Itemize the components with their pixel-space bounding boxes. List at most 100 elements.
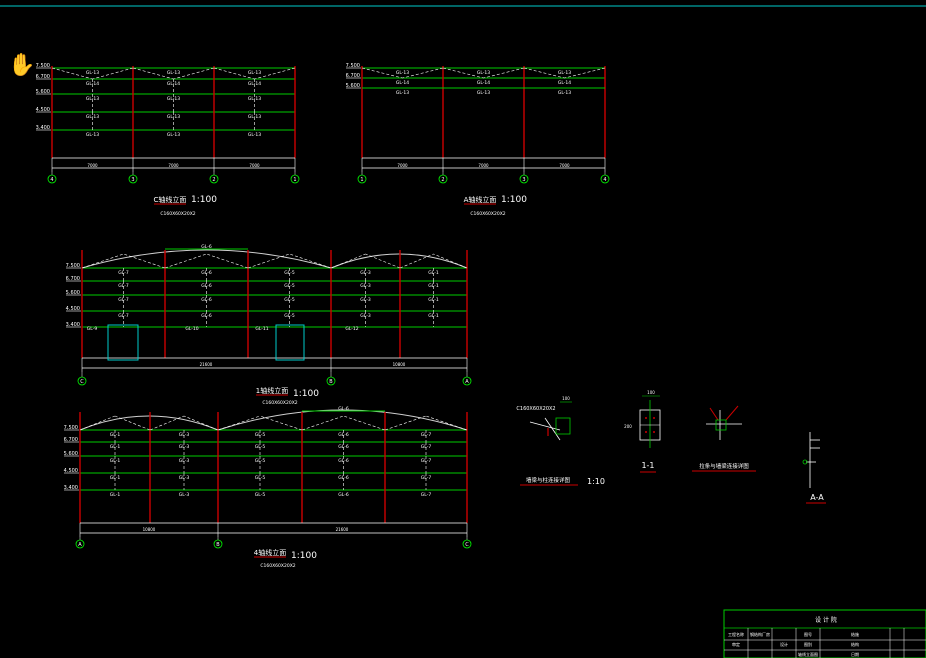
title-block-frame: 设 计 院工程名称钢结构厂房图号结施审定设计图别结构轴线立面图日期 — [723, 609, 926, 658]
axis-bubble — [357, 174, 367, 184]
brace — [330, 253, 366, 269]
dimension-label: 100 — [562, 396, 570, 401]
axis-bubble — [290, 174, 300, 184]
brace — [173, 67, 215, 80]
axis-bubble — [77, 376, 87, 386]
beam-label: GL-13 — [86, 132, 99, 138]
beam-label: GL-11 — [255, 326, 268, 332]
title-block: 设 计 院工程名称钢结构厂房图号结施审定设计图别结构轴线立面图日期 — [723, 609, 926, 658]
beam-label: GL-7 — [421, 432, 432, 438]
beam-label: GL-3 — [360, 297, 371, 303]
span-label: 21600 — [336, 527, 349, 532]
level-label: 6.700 — [66, 276, 80, 282]
beam-label: GL-5 — [284, 283, 295, 289]
axis-label: 2 — [441, 177, 444, 183]
bolt-icon — [653, 417, 655, 419]
beam-label: GL-7 — [421, 475, 432, 481]
brace — [433, 253, 468, 269]
level-label: 6.700 — [64, 437, 78, 443]
beam-label: GL-3 — [360, 313, 371, 319]
view-scale: 1:100 — [293, 389, 319, 399]
beam-label: GL-7 — [118, 283, 129, 289]
beam-label: GL-6 — [338, 492, 349, 498]
title-block-cell: 审定 — [732, 641, 740, 647]
level-label: 5.600 — [66, 290, 80, 296]
hand-pan-icon[interactable]: ✋ — [8, 52, 36, 77]
axis-bubble — [213, 539, 223, 549]
beam-label: GL-13 — [477, 90, 490, 96]
brace — [254, 67, 296, 80]
axis-bubble — [75, 539, 85, 549]
title-block-border — [723, 609, 926, 658]
title-block-cell: 日期 — [851, 651, 859, 657]
level-label: 3.400 — [66, 322, 80, 328]
beam-label: GL-13 — [248, 96, 261, 102]
detail-spec: C160X60X20X2 — [516, 406, 555, 412]
brace — [149, 415, 185, 431]
beam-label: GL-7 — [118, 297, 129, 303]
axis-label: 1 — [293, 177, 296, 183]
title-block-cell: 图号 — [804, 631, 812, 637]
beam-label: GL-13 — [248, 70, 261, 76]
level-label: 3.400 — [36, 125, 50, 131]
axis-label: 1 — [360, 177, 363, 183]
level-label: 6.700 — [346, 73, 360, 79]
beam-label: GL-1 — [428, 270, 439, 276]
detail-title: A-A — [810, 493, 824, 502]
beam-label: GL-3 — [360, 270, 371, 276]
detail-title: 墙梁与柱连接详图 — [526, 476, 571, 484]
level-label: 7.500 — [66, 263, 80, 269]
detail-title: 1-1 — [641, 461, 654, 470]
brace — [523, 67, 565, 79]
beam-label: GL-13 — [167, 96, 180, 102]
axis-label: 3 — [131, 177, 134, 183]
beam-label: GL-13 — [248, 132, 261, 138]
axis-bubble — [462, 376, 472, 386]
tie-rod — [709, 407, 719, 421]
axis-bubble — [438, 174, 448, 184]
brace — [361, 67, 403, 79]
brace — [79, 415, 116, 431]
brace — [206, 253, 249, 269]
level-label: 5.600 — [64, 451, 78, 457]
detail-plate — [555, 417, 571, 435]
beam-label: GL-9 — [87, 326, 98, 332]
beam-label: GL-1 — [110, 432, 121, 438]
beam-label: GL-5 — [255, 432, 266, 438]
beam-label: GL-3 — [179, 475, 190, 481]
beam-label: GL-1 — [110, 458, 121, 464]
title-block-cell: 结施 — [851, 631, 859, 637]
beam-label: GL-6 — [338, 444, 349, 450]
brace — [399, 253, 434, 269]
axis-label: C — [80, 379, 84, 385]
view-spec: C160X60X20X2 — [260, 563, 295, 569]
beam-label: GL-13 — [396, 70, 409, 76]
beam-label: GL-13 — [167, 114, 180, 120]
span-label: 10800 — [143, 527, 156, 532]
detail-member — [529, 421, 561, 431]
beam-label: GL-3 — [179, 458, 190, 464]
view-scale: 1:100 — [291, 551, 317, 561]
dimension-label: 200 — [624, 424, 632, 429]
brace — [213, 67, 255, 80]
axis-bubble — [600, 174, 610, 184]
beam-label: GL-14 — [248, 81, 261, 87]
brace — [247, 253, 290, 269]
view-title: 4轴线立面 — [254, 548, 286, 557]
beam-label: GL-14 — [86, 81, 99, 87]
detail-member — [544, 417, 561, 441]
beam-label: GL-13 — [86, 114, 99, 120]
beam-label: GL-13 — [248, 114, 261, 120]
bolt-icon — [802, 459, 808, 465]
brace — [183, 415, 219, 431]
span-label: 7000 — [87, 163, 98, 168]
view-scale: 1:100 — [191, 195, 217, 205]
beam-label: GL-13 — [86, 70, 99, 76]
brace — [384, 415, 427, 431]
beam-label: GL-13 — [396, 90, 409, 96]
dimension-label: 100 — [647, 390, 655, 395]
brace — [132, 67, 174, 80]
